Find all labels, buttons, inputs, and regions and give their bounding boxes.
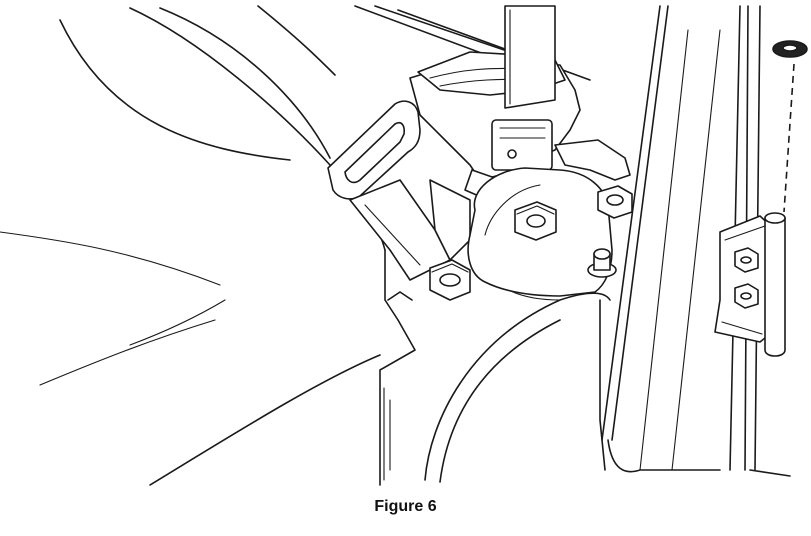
anchor-bolt-left (430, 260, 470, 300)
hex-bolt-center (515, 202, 556, 240)
belt-webbing-lower (350, 180, 470, 280)
figure-caption: Figure 6 (374, 498, 437, 515)
hinge-nut-upper (735, 248, 758, 272)
hinge-pin (765, 213, 785, 356)
ball-stud (588, 249, 616, 277)
washer-alignment (773, 41, 807, 212)
hex-bolt-upper-right (598, 186, 632, 218)
seat-side-panel (380, 250, 610, 485)
hinge-nut-lower (735, 284, 758, 308)
d-ring-guide (328, 101, 420, 199)
seat-back (0, 8, 385, 485)
belt-webbing-vertical (505, 6, 555, 108)
seat-belt-mounting-diagram (0, 0, 811, 490)
